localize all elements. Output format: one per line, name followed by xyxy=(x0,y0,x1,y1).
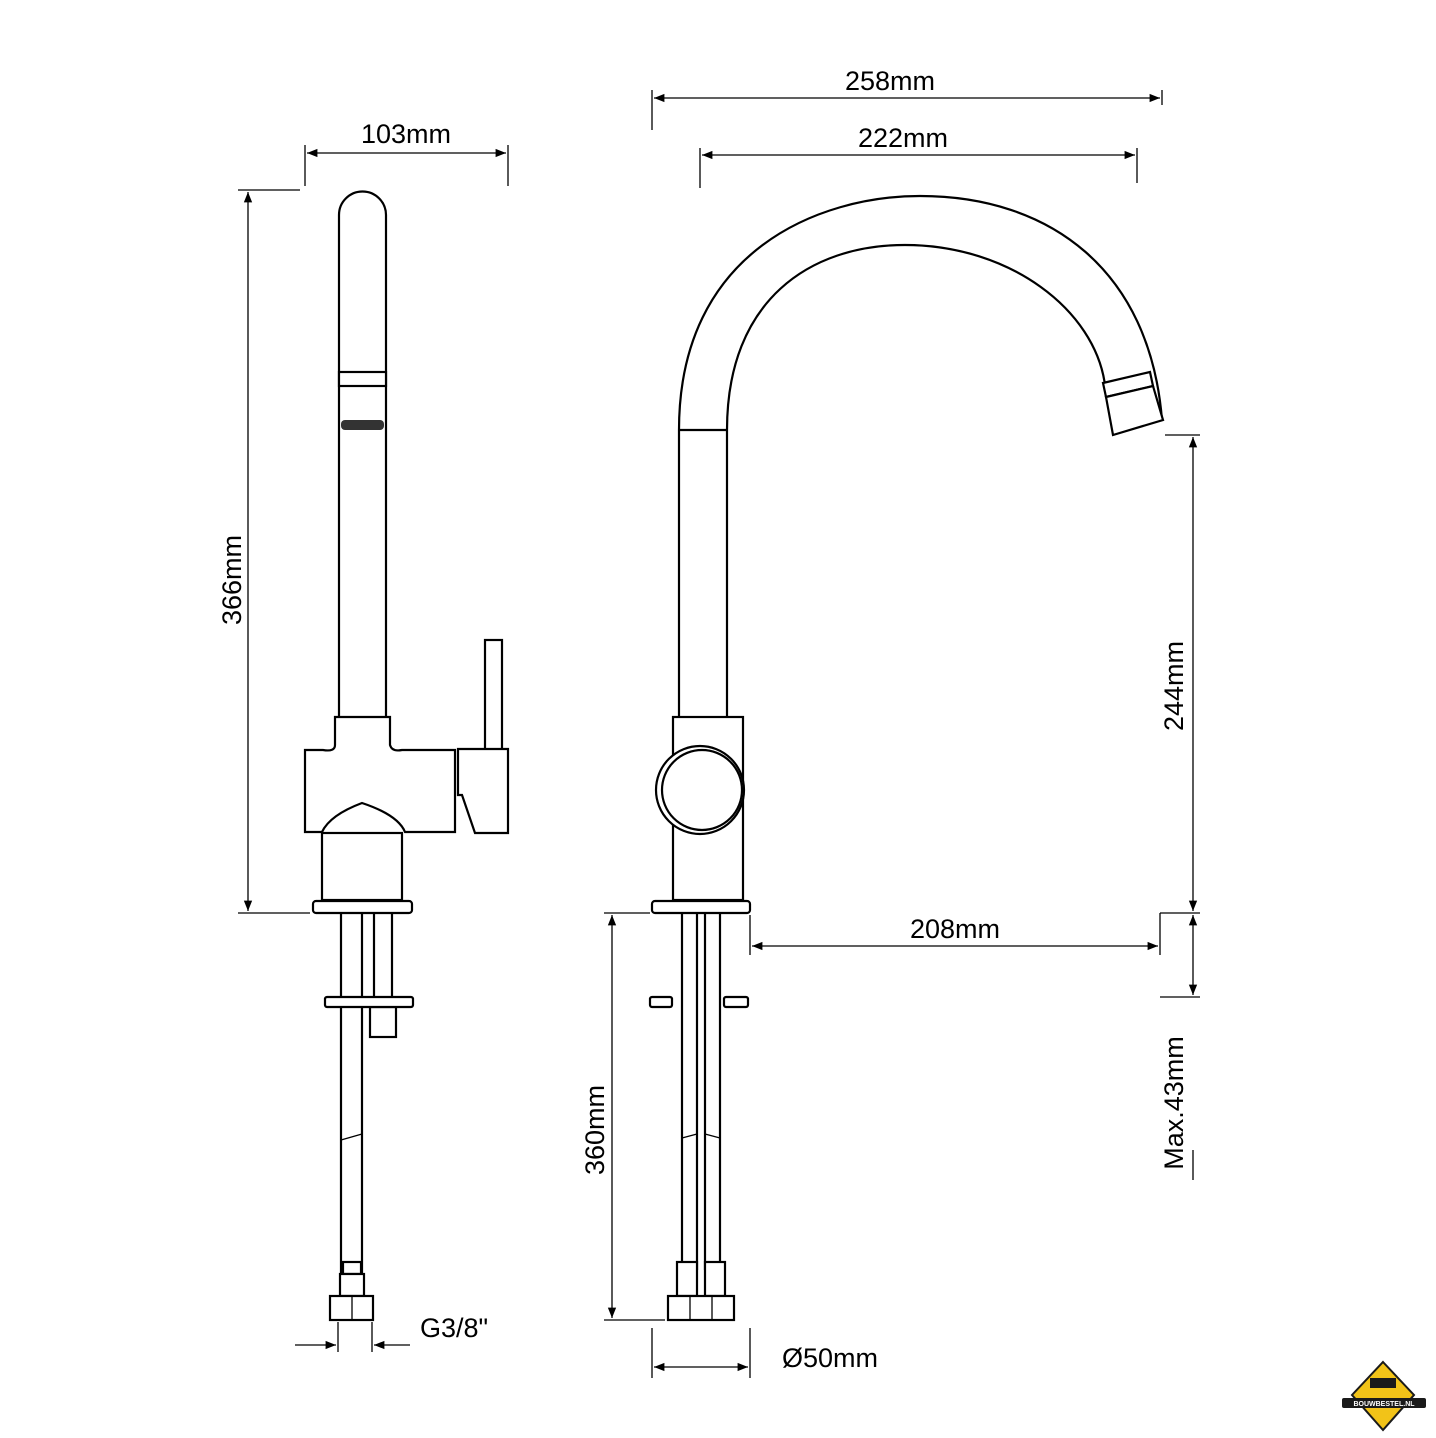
front-view-faucet xyxy=(648,194,1165,1322)
spout-height-label: 244mm xyxy=(1159,641,1189,731)
bouwbestel-logo: BOUWBESTEL.NL xyxy=(1342,1360,1426,1432)
dimension-50mm: Ø50mm xyxy=(651,1328,878,1378)
height-label: 366mm xyxy=(217,535,247,625)
dimension-max43mm: Max.43mm xyxy=(1159,915,1200,1180)
max-counter-label: Max.43mm xyxy=(1159,1036,1189,1170)
dimension-360mm: 360mm xyxy=(580,912,665,1321)
base-diameter-label: Ø50mm xyxy=(782,1343,878,1373)
base-to-spout-label: 208mm xyxy=(910,914,1000,944)
svg-text:BOUWBESTEL.NL: BOUWBESTEL.NL xyxy=(1353,1401,1415,1408)
dimension-222mm: 222mm xyxy=(699,123,1138,188)
side-view-faucet xyxy=(303,190,510,1322)
dimension-244mm: 244mm xyxy=(1159,434,1200,914)
dimension-366mm: 366mm xyxy=(217,189,310,914)
connection-label: G3/8" xyxy=(420,1313,488,1343)
dimension-258mm: 258mm xyxy=(651,66,1163,130)
width-label: 103mm xyxy=(361,119,451,149)
dimension-208mm: 208mm xyxy=(749,913,1161,955)
spout-reach-label: 222mm xyxy=(858,123,948,153)
dimension-103mm: 103mm xyxy=(304,119,509,186)
overall-reach-label: 258mm xyxy=(845,66,935,96)
dimension-g38: G3/8" xyxy=(295,1313,488,1352)
hose-length-label: 360mm xyxy=(580,1085,610,1175)
